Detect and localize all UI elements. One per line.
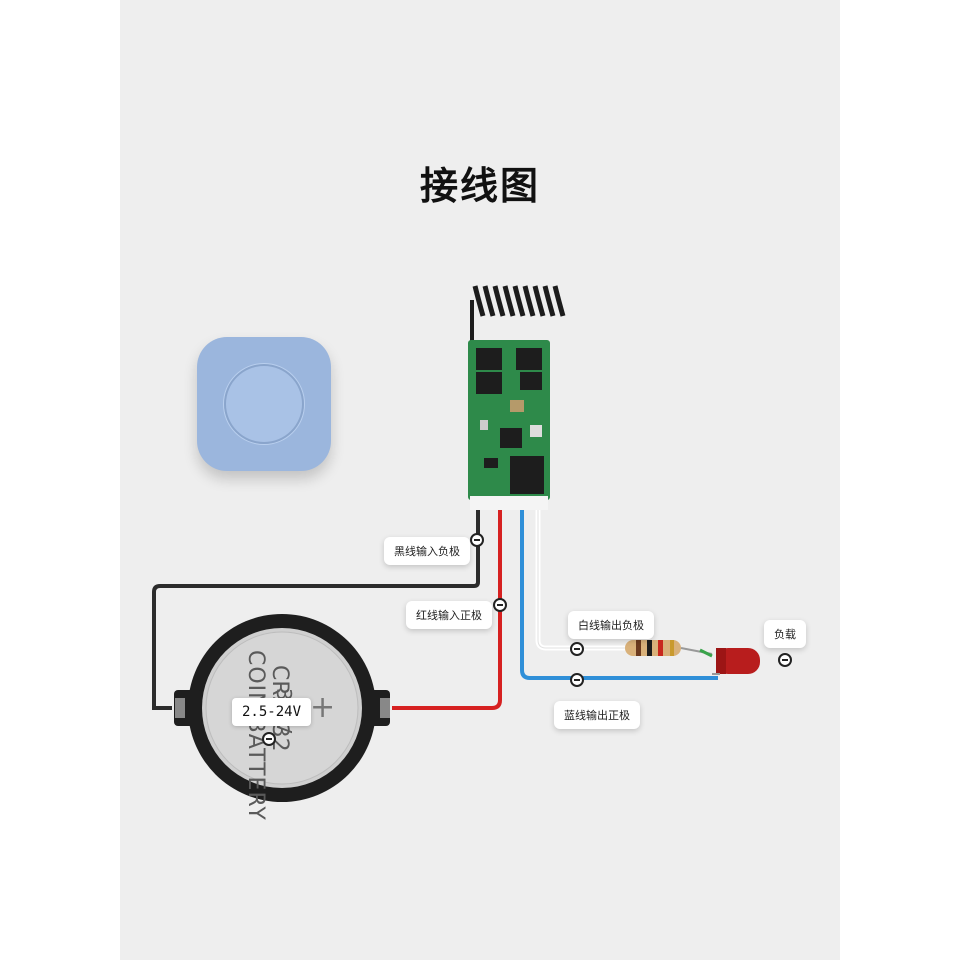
white-wire-label: 白线输出负极 [568, 611, 654, 639]
resistor [625, 640, 713, 658]
red-wire [392, 510, 502, 710]
wireless-button-face [224, 364, 304, 444]
minus-icon [262, 732, 276, 746]
led [712, 648, 760, 675]
voltage-label: 2.5-24V [232, 698, 312, 726]
minus-icon [570, 642, 584, 656]
minus-icon [570, 673, 584, 687]
receiver-module [468, 340, 550, 510]
blue-wire-label: 蓝线输出正极 [554, 701, 640, 729]
black-wire [152, 510, 480, 710]
antenna-coil [470, 285, 566, 345]
minus-icon [470, 533, 484, 547]
red-wire-label: 红线输入正极 [406, 601, 492, 629]
black-wire-label: 黑线输入负极 [384, 537, 470, 565]
minus-icon [493, 598, 507, 612]
blue-wire [520, 510, 718, 680]
minus-icon [778, 653, 792, 667]
battery-plus: + [310, 690, 336, 725]
page-title: 接线图 [419, 164, 540, 208]
load-label: 负载 [764, 620, 806, 648]
